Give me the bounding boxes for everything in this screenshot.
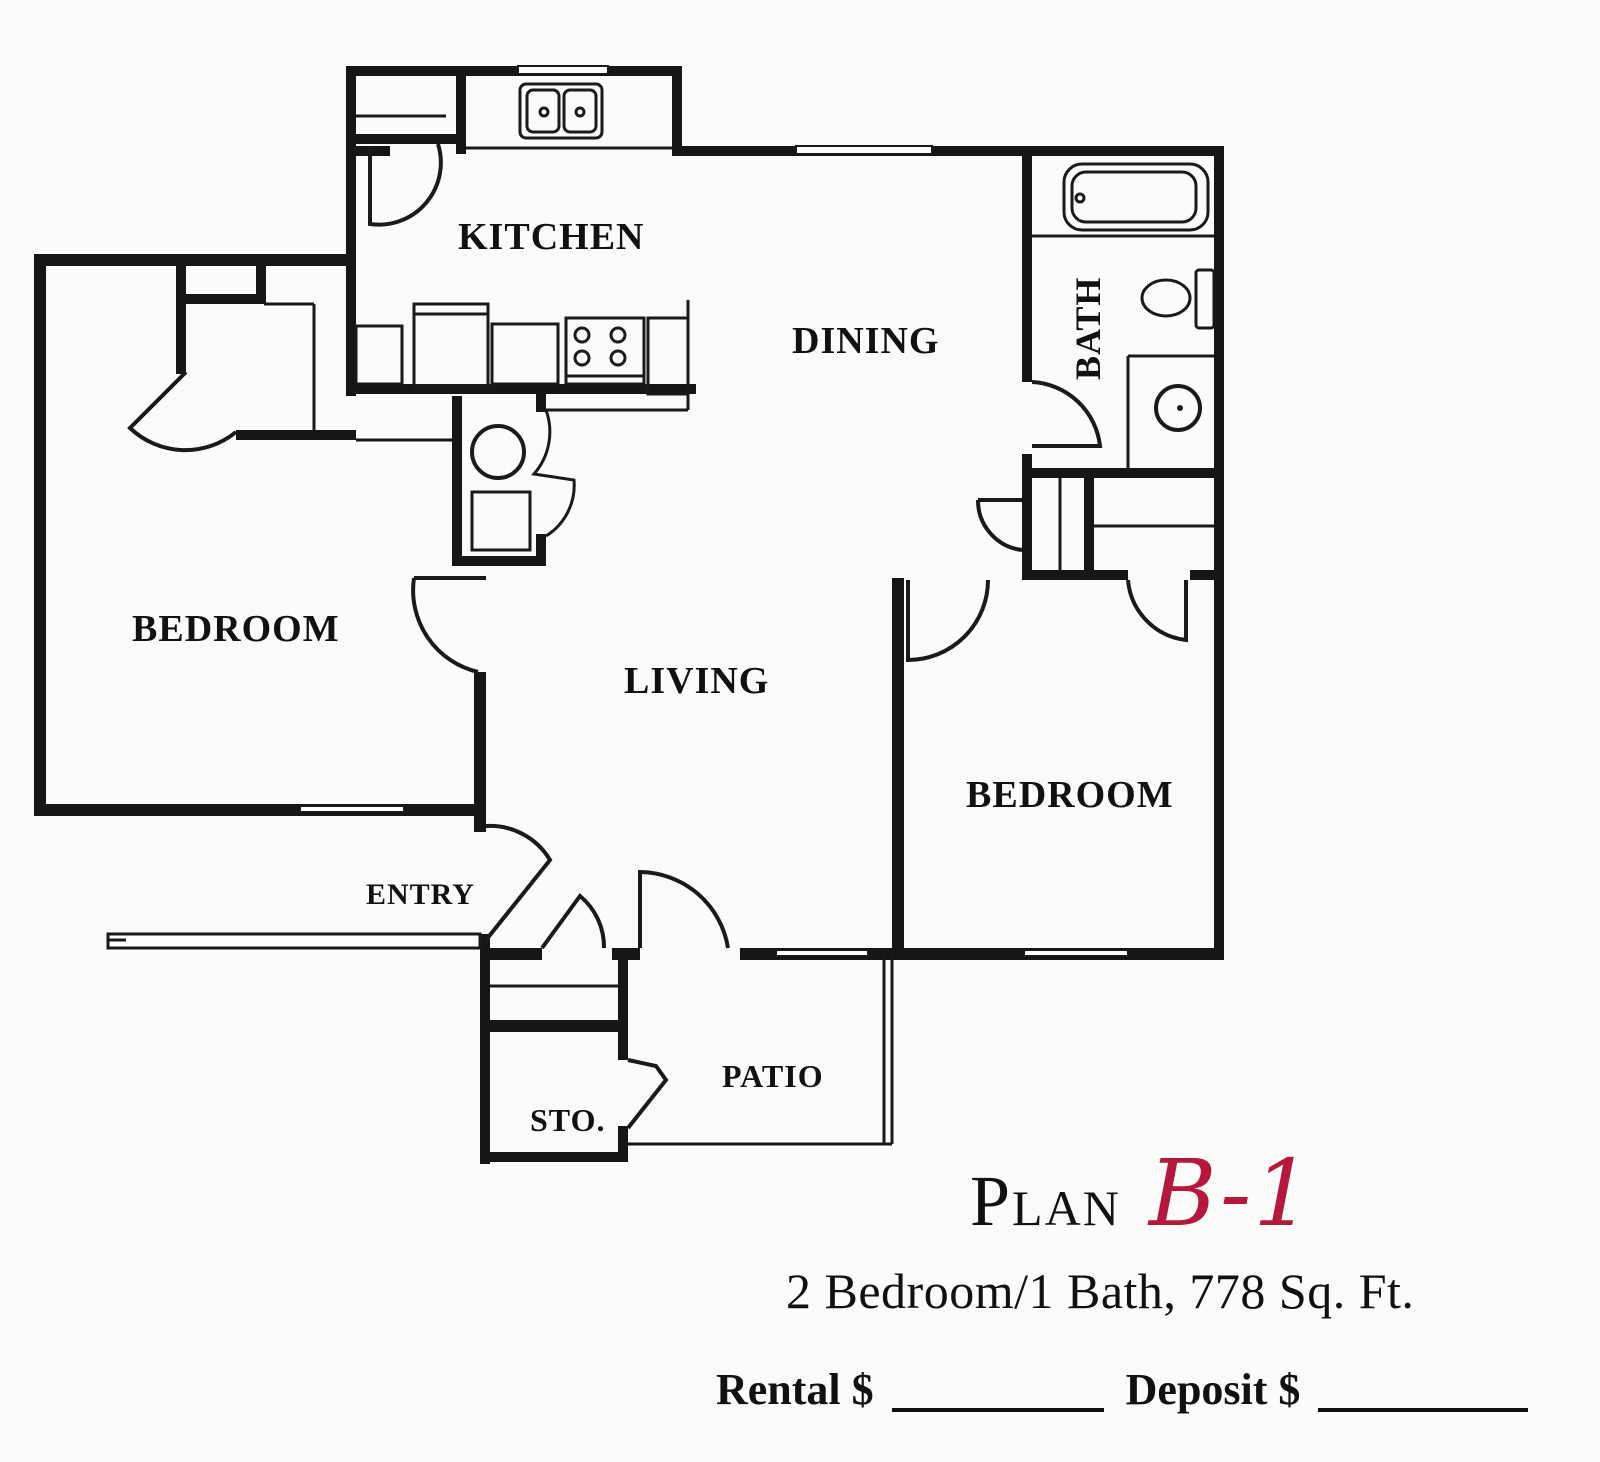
price-row: Rental $ Deposit $	[716, 1366, 1550, 1412]
room-label-dining: DINING	[792, 320, 940, 362]
room-label-patio: PATIO	[722, 1058, 824, 1094]
refrigerator-icon	[412, 302, 490, 388]
room-label-living: LIVING	[624, 660, 770, 702]
washer-dryer-icon	[470, 490, 532, 552]
room-label-bedroom-right: BEDROOM	[966, 774, 1174, 816]
water-heater-icon	[470, 424, 526, 480]
plan-title: Plan B-1	[970, 1140, 1314, 1247]
lavatory-sink-icon	[1154, 384, 1202, 432]
plan-word: Plan	[970, 1161, 1121, 1241]
base-cabinets	[354, 316, 690, 396]
room-label-entry: ENTRY	[366, 878, 475, 911]
toilet-icon	[1140, 268, 1216, 330]
plan-summary: 2 Bedroom/1 Bath, 778 Sq. Ft.	[786, 1263, 1415, 1319]
rental-label: Rental $	[716, 1365, 874, 1414]
deposit-field[interactable]	[1318, 1366, 1529, 1412]
double-sink-icon	[518, 82, 604, 140]
partitions	[106, 114, 1214, 1146]
room-label-kitchen: KITCHEN	[458, 216, 645, 258]
room-label-storage: STO.	[530, 1102, 606, 1138]
room-label-bath: BATH	[1068, 276, 1108, 380]
deposit-label: Deposit $	[1125, 1365, 1301, 1414]
doors	[127, 143, 1188, 1130]
room-label-bedroom-left: BEDROOM	[132, 608, 340, 650]
bathtub-icon	[1062, 162, 1210, 232]
plan-code: B-1	[1148, 1140, 1314, 1247]
rental-field[interactable]	[891, 1366, 1104, 1412]
windows	[299, 65, 1129, 957]
range-cooktop-icon	[564, 316, 646, 386]
